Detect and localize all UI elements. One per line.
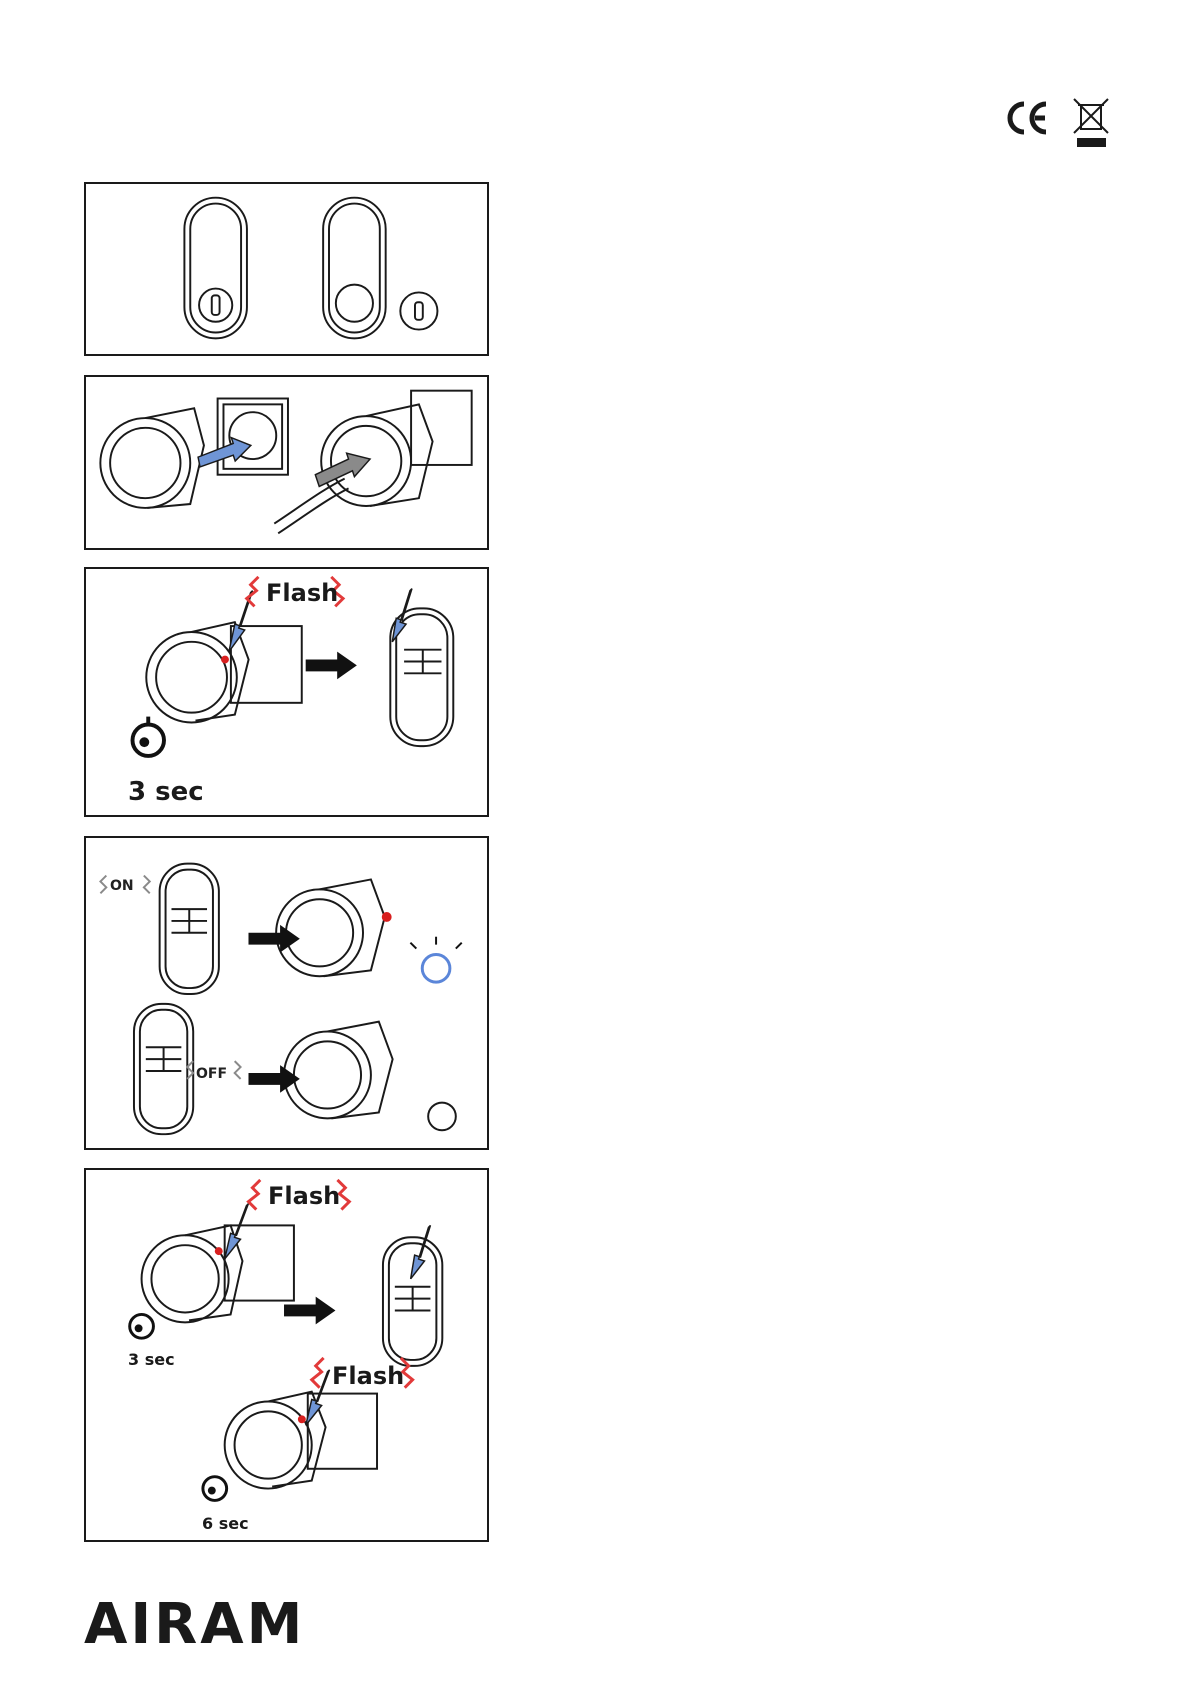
panel-reset: Flash 3 sec Flash 6 sec <box>84 1168 489 1542</box>
flash-label-1: Flash <box>268 1182 340 1210</box>
on-off-illustration <box>86 838 487 1148</box>
socket-plug-in-icon <box>86 377 487 548</box>
timer-label-2: 6 sec <box>202 1514 249 1533</box>
arrow-icon-1 <box>248 925 299 953</box>
led-indicator <box>221 656 229 664</box>
compliance-marks <box>1004 97 1114 149</box>
press-arrow-icon-1 <box>225 1204 249 1259</box>
led-indicator-2 <box>298 1415 306 1423</box>
led-on-indicator <box>382 912 392 922</box>
bulb-on-icon <box>410 937 461 982</box>
remote-press-arrow-icon <box>392 589 412 642</box>
panel-plug-in <box>84 375 489 550</box>
panel-pairing: Flash 3 sec <box>84 567 489 817</box>
off-label: OFF <box>196 1066 227 1082</box>
next-step-arrow-icon <box>306 652 357 680</box>
led-indicator-1 <box>215 1247 223 1255</box>
panel-on-off: ON OFF <box>84 836 489 1150</box>
flash-label-2: Flash <box>332 1362 404 1390</box>
timer-label-1: 3 sec <box>128 1350 175 1369</box>
on-label: ON <box>110 878 134 894</box>
plug-arrow-icon <box>315 453 370 486</box>
remote-battery-cover-icon <box>86 184 487 354</box>
ce-mark-icon <box>1010 104 1046 132</box>
flash-label: Flash <box>266 579 338 607</box>
press-arrow-icon-3 <box>306 1370 330 1425</box>
panel-battery-cover <box>84 182 489 356</box>
arrow-icon-2 <box>248 1065 299 1093</box>
timer-icon-1 <box>130 1314 154 1338</box>
timer-icon-2 <box>203 1477 227 1501</box>
weee-bin-icon <box>1074 99 1108 146</box>
press-arrow-icon-2 <box>411 1225 431 1278</box>
airam-logo: AIRAM <box>84 1597 305 1653</box>
timer-icon <box>133 717 164 756</box>
timer-label: 3 sec <box>128 777 204 807</box>
